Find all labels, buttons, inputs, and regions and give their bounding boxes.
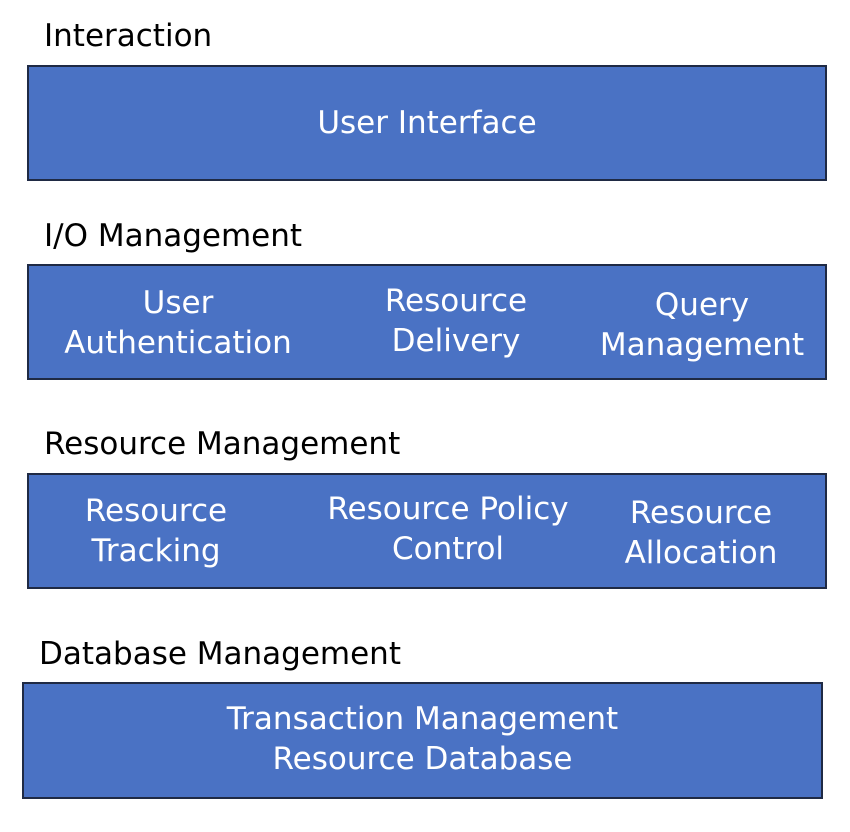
module-label-line: Resource	[84, 493, 228, 529]
layer-box-database-management: Transaction Management Resource Database	[22, 682, 823, 799]
module-resource-allocation: Resource Allocation	[625, 493, 778, 573]
module-label-line: User Interface	[317, 105, 537, 141]
layer-title-interaction: Interaction	[44, 18, 213, 54]
module-transaction-resource-database: Transaction Management Resource Database	[227, 699, 618, 779]
module-query-management: Query Management	[600, 285, 804, 365]
module-label-line: Allocation	[624, 535, 778, 571]
layer-title-resource-management: Resource Management	[44, 426, 401, 462]
module-user-authentication: User Authentication	[64, 283, 292, 363]
module-resource-policy-control: Resource Policy Control	[327, 489, 568, 569]
module-user-interface: User Interface	[317, 103, 536, 143]
module-label-line: Management	[599, 327, 805, 363]
layer-title-io-management: I/O Management	[44, 218, 303, 254]
module-label-line: Resource Policy	[327, 491, 569, 527]
module-label-line: Query	[654, 287, 750, 323]
module-label-line: Control	[391, 531, 505, 567]
layer-box-interaction: User Interface	[27, 65, 827, 181]
module-resource-delivery: Resource Delivery	[385, 281, 527, 361]
module-label-line: Resource	[629, 495, 773, 531]
module-label-line: Resource Database	[272, 741, 573, 777]
module-label-line: Authentication	[64, 325, 292, 361]
layer-box-io-management: User Authentication Resource Delivery Qu…	[27, 264, 827, 380]
module-label-line: User	[142, 285, 214, 321]
layer-title-database-management: Database Management	[39, 636, 401, 672]
layer-box-resource-management: Resource Tracking Resource Policy Contro…	[27, 473, 827, 589]
module-label-line: Transaction Management	[226, 701, 619, 737]
module-resource-tracking: Resource Tracking	[85, 491, 227, 571]
module-label-line: Tracking	[91, 533, 221, 569]
module-label-line: Delivery	[391, 323, 521, 359]
module-label-line: Resource	[384, 283, 528, 319]
